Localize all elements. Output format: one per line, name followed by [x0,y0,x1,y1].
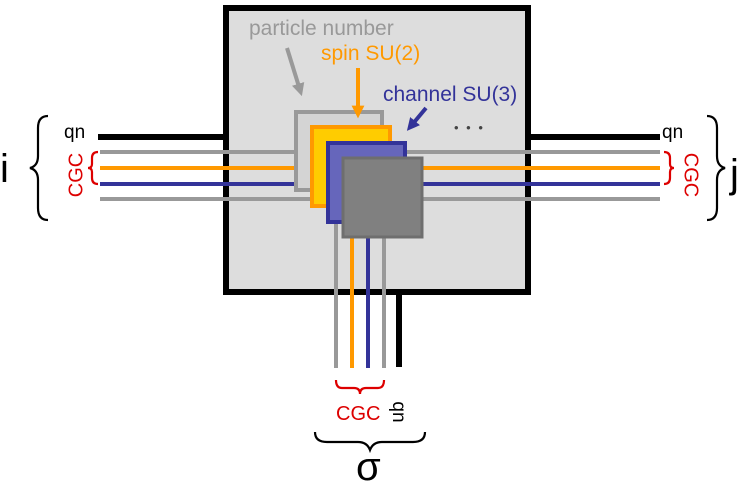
particle-number-arrow [285,47,305,97]
left-cgc-label: CGC [65,153,87,197]
bottom-index-label: σ [356,445,381,485]
bottom-outer-brace [313,431,427,454]
channel-label: channel SU(3) [383,83,517,106]
right-cgc-label: CGC [680,153,702,197]
left-qn-label: qn [64,122,85,143]
right-index-label: j [729,152,739,196]
front-block [341,156,424,239]
right-leg [525,134,660,140]
spin-label: spin SU(2) [321,42,420,65]
bottom-qn-label: qn [388,401,409,422]
channel-arrow [406,106,428,131]
left-cgc-brace [87,150,99,186]
left-index-label: i [0,147,9,191]
bottom-cgc-brace [334,379,386,395]
left-outer-brace [29,114,49,222]
more-symmetries-dots: • • • [454,120,485,135]
bottom-cgc-label: CGC [336,403,380,425]
right-outer-brace [706,114,726,222]
right-qn-label: qn [662,122,683,143]
particle-number-label: particle number [249,17,394,40]
right-cgc-brace [663,150,675,186]
